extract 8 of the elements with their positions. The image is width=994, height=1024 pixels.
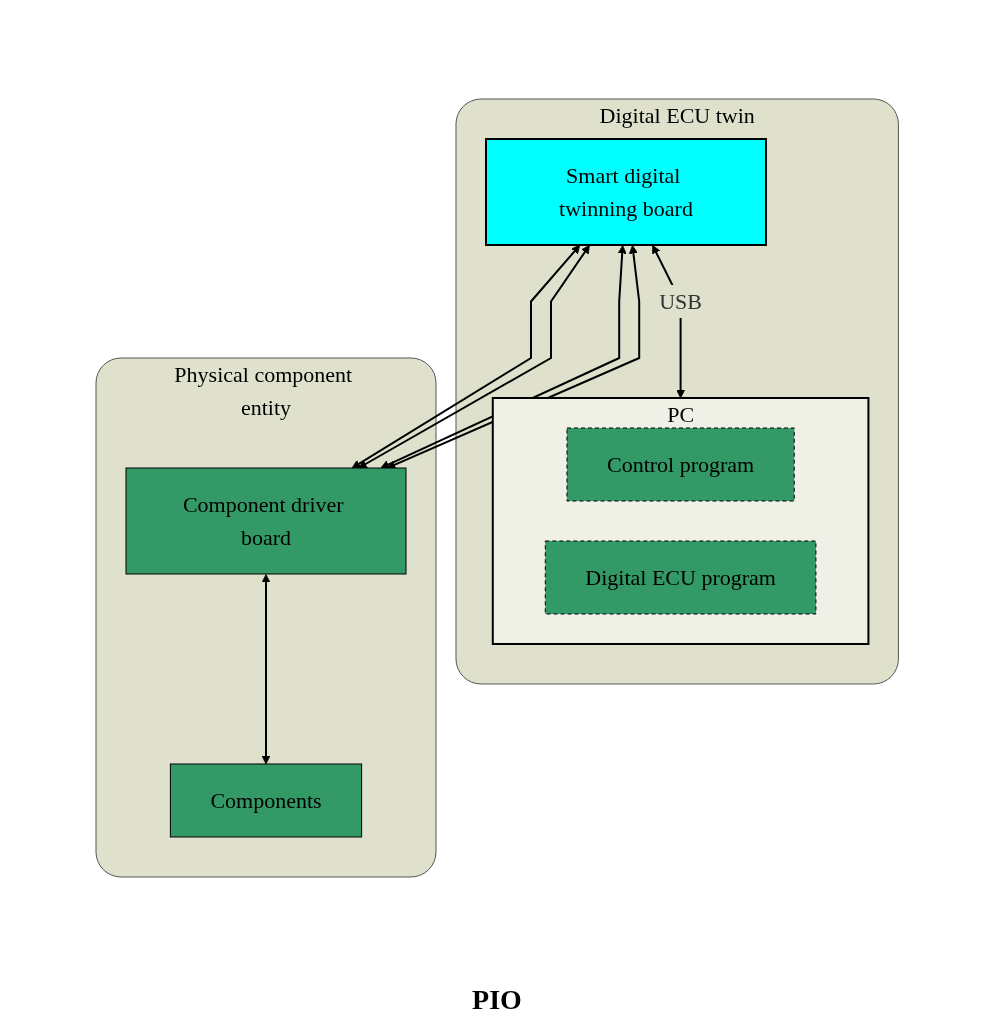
node-box: Digital ECU program xyxy=(544,540,817,615)
arrow xyxy=(261,574,271,765)
node-box: Component driver board xyxy=(125,467,407,575)
bus-label: PIO xyxy=(472,984,522,1015)
node-box: Control program xyxy=(566,427,795,502)
edge-label: USB xyxy=(658,289,702,314)
node-box: Components xyxy=(169,763,362,838)
node-box: Smart digital twinning board xyxy=(484,138,767,246)
